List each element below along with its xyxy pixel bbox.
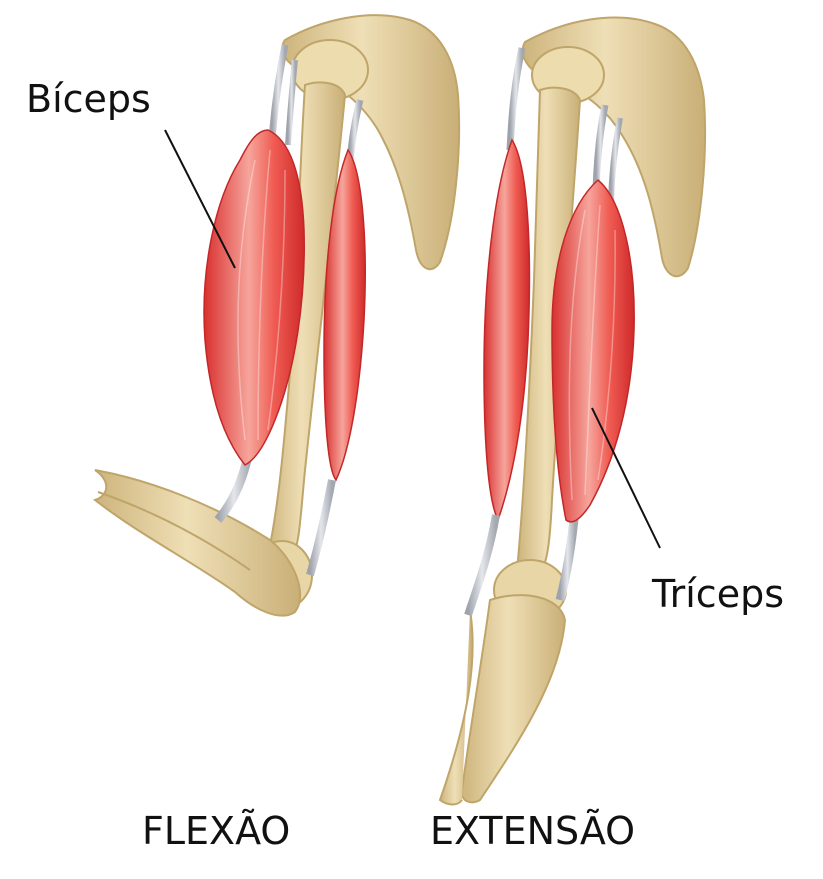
flexion-arm	[92, 14, 461, 617]
flexion-triceps-muscle	[323, 148, 366, 482]
flexion-forearm	[92, 469, 302, 617]
extension-arm	[438, 16, 707, 806]
extension-forearm	[460, 594, 567, 804]
triceps-label: Tríceps	[652, 572, 784, 616]
extension-biceps-muscle	[483, 138, 531, 522]
triceps-leader-line	[591, 407, 661, 549]
biceps-leader-line	[164, 129, 236, 269]
flexion-caption: FLEXÃO	[142, 809, 291, 853]
triceps-muscle	[551, 179, 635, 523]
biceps-muscle	[203, 129, 305, 466]
extension-caption: EXTENSÃO	[430, 809, 636, 853]
biceps-label: Bíceps	[26, 77, 151, 121]
